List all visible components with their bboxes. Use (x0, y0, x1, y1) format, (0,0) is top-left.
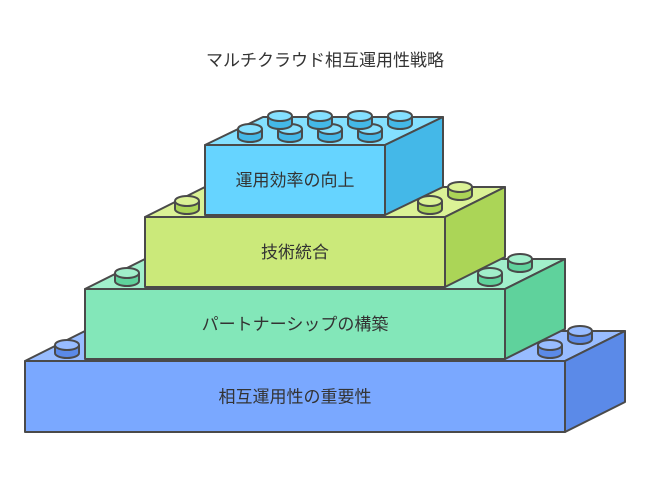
stud-top (307, 110, 333, 122)
stud-top (417, 195, 443, 207)
stud-top (447, 181, 473, 193)
stud (507, 253, 533, 273)
stud-top (387, 110, 413, 122)
stud (387, 110, 413, 130)
stud-top (54, 339, 80, 351)
stud-top (267, 110, 293, 122)
layer-block-1: 運用効率の向上 (204, 110, 444, 216)
stud (267, 110, 293, 130)
layer-front-face (144, 216, 446, 288)
stud (537, 339, 563, 359)
layer-front-face (84, 288, 506, 360)
stud (567, 325, 593, 345)
stud (307, 110, 333, 130)
layer-front-face (24, 360, 566, 433)
stud (447, 181, 473, 201)
stud-top (567, 325, 593, 337)
layer-front-face (204, 144, 386, 216)
diagram-title: マルチクラウド相互運用性戦略 (206, 51, 444, 71)
stud (114, 267, 140, 287)
stud (174, 195, 200, 215)
stud (417, 195, 443, 215)
stud (54, 339, 80, 359)
layer-label: 相互運用性の重要性 (219, 388, 372, 408)
stud (477, 267, 503, 287)
stud (347, 110, 373, 130)
stud-top (347, 110, 373, 122)
stud-top (237, 123, 263, 135)
stud-top (507, 253, 533, 265)
stud-top (174, 195, 200, 207)
layer-label: 技術統合 (261, 243, 329, 263)
layer-label: パートナーシップの構築 (202, 315, 389, 335)
stud (237, 123, 263, 143)
stud (277, 123, 303, 143)
stud-top (537, 339, 563, 351)
stud-top (114, 267, 140, 279)
stud-top (477, 267, 503, 279)
layer-label: 運用効率の向上 (236, 171, 355, 191)
